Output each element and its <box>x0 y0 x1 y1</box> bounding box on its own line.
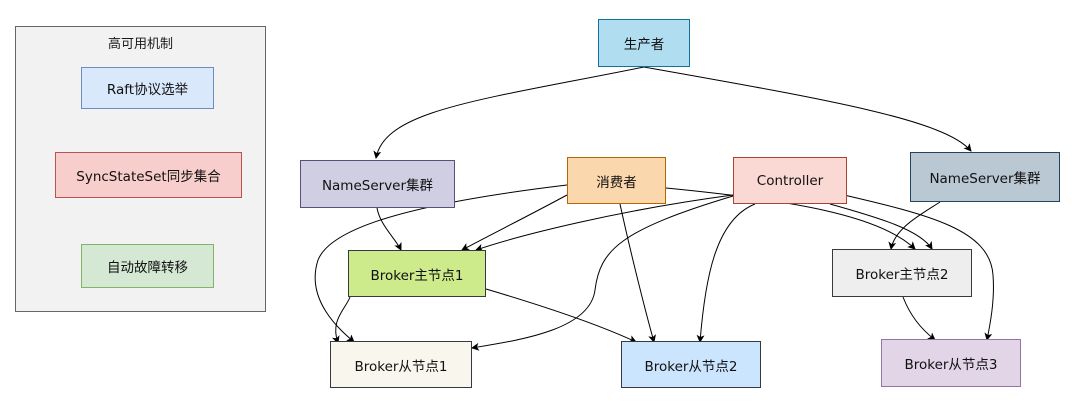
broker-slave-3-node: Broker从节点3 <box>881 339 1021 387</box>
edge-master1-slave2 <box>485 288 637 343</box>
broker-master-2-node: Broker主节点2 <box>832 249 972 297</box>
edge-controller-slave2 <box>696 203 756 343</box>
edge-consumer-master2 <box>665 187 916 250</box>
edge-controller-master2 <box>829 203 933 250</box>
consumer-node: 消费者 <box>567 157 666 204</box>
raft-election-box: Raft协议选举 <box>81 67 214 109</box>
edge-producer-nameserver1 <box>373 66 645 159</box>
edge-nameserver1-master1 <box>376 207 402 251</box>
edge-consumer-slave1 <box>314 184 568 343</box>
panel-title: 高可用机制 <box>107 37 173 52</box>
edge-master2-slave3 <box>902 296 936 341</box>
sync-state-set-box: SyncStateSet同步集合 <box>55 152 242 198</box>
edge-master1-slave1 <box>331 296 351 344</box>
edge-controller-slave1 <box>471 195 734 351</box>
broker-slave-1-node: Broker从节点1 <box>330 341 472 388</box>
edge-producer-nameserver2 <box>643 66 972 152</box>
edge-consumer-slave2 <box>619 203 656 343</box>
controller-node: Controller <box>733 157 847 204</box>
edge-nameserver2-master2 <box>888 201 941 250</box>
producer-node: 生产者 <box>598 19 690 67</box>
edge-consumer-master1 <box>461 194 568 251</box>
nameserver-cluster-right-node: NameServer集群 <box>910 152 1060 202</box>
nameserver-cluster-left-node: NameServer集群 <box>300 160 455 208</box>
broker-master-1-node: Broker主节点1 <box>348 250 486 297</box>
auto-failover-box: 自动故障转移 <box>81 244 214 288</box>
edge-controller-master1 <box>475 194 734 252</box>
edge-controller-slave3 <box>843 194 994 341</box>
broker-slave-2-node: Broker从节点2 <box>621 341 761 388</box>
